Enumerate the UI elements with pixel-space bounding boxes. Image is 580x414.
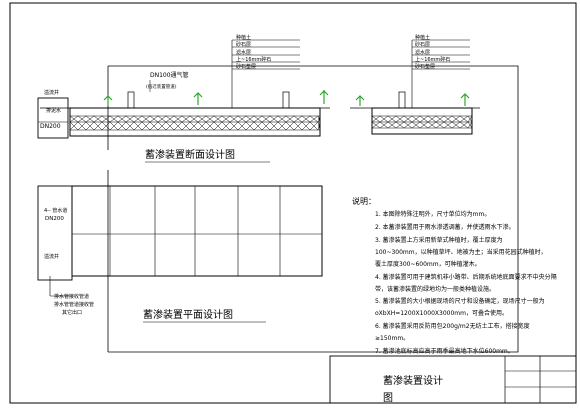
note-line: 7. 蓄渗池底标高应高于雨季最高地下水位600mm。	[375, 347, 514, 355]
note-label: 排泥水	[46, 107, 61, 114]
outlet-label: 排水管接收管道	[54, 293, 89, 300]
site-boundary	[108, 65, 519, 353]
layer-label: 上~16mm碎石	[236, 56, 271, 63]
inlet-diameter-label: DN200	[45, 216, 64, 222]
note-line: 4. 蓄渗装置可用于建筑机非小路带、后期系统地底面要求不中央分隔	[375, 273, 557, 281]
note-line: 6. 蓄渗装置采用反防用包200g/m2无纺土工布，搭接宽度	[375, 322, 530, 330]
overflow-well	[37, 97, 69, 139]
plant-icon	[355, 93, 470, 106]
layer-label: 上~16mm碎石	[415, 56, 450, 63]
pipe-label: DN100通气管	[150, 71, 189, 79]
layer-label: 砂石垫层	[415, 63, 435, 70]
title-block: 蓄渗装置设计 图	[329, 355, 577, 404]
outlet-label: 排水管管道接收管	[54, 301, 94, 308]
note-line: 3. 蓄渗装置上方采用新草式种植时，覆土厚度为	[375, 236, 503, 244]
pipe-diameter-label: DN200	[40, 123, 61, 130]
notes-block: 说明： 1. 本图除特殊注明外，尺寸单位均为mm。 2. 本蓄渗装置用于雨水渗透…	[352, 196, 557, 355]
notes-title: 说明：	[352, 196, 376, 206]
chamber-label: 溢流井	[44, 253, 59, 260]
layer-label: 滤水层	[415, 49, 430, 56]
note-line: 覆土厚度300~600mm，可种植灌木。	[375, 260, 481, 268]
layer-label: 滤水层	[236, 49, 251, 56]
outlet-label: 其它出口	[62, 309, 82, 316]
layer-label: 砂石层	[236, 41, 251, 48]
note-line: oXbXH=1200X1000X3000mm，可叠合使用。	[375, 309, 508, 317]
inlet-label: 4-- 管水道	[44, 207, 67, 214]
note-line: 2. 本蓄渗装置用于雨水渗透调蓄，并使透雨水下渗。	[375, 223, 515, 231]
titleblock-name: 蓄渗装置设计	[383, 374, 443, 387]
titleblock-sub: 图	[383, 392, 393, 404]
plan-view: 4-- 管水道 DN200 溢流井 排水管接收管道 排水管管道接收管 其它出口 …	[37, 185, 323, 323]
section-view-side: 种植土 砂石层 滤水层 上~16mm碎石 砂石垫层	[350, 34, 480, 135]
pipe-sub-label: (宿迁装置管道)	[146, 83, 177, 90]
plan-title: 蓄渗装置平面设计图	[143, 308, 233, 321]
layer-label: 种植土	[415, 34, 430, 41]
layer-label: 砂石层	[415, 41, 430, 48]
well-label: 溢流井	[44, 89, 59, 96]
plant-icon	[103, 90, 329, 106]
note-line: 1. 本图除特殊注明外，尺寸单位均为mm。	[375, 210, 490, 218]
note-line: 5. 蓄渗装置的大小根据现场的尺寸和设备确定，现场尺寸一般为	[375, 297, 545, 305]
inlet-chamber	[37, 185, 73, 281]
plan-cell-area	[71, 185, 323, 277]
section-title: 蓄渗装置断面设计图	[145, 148, 235, 161]
note-line: 100~300mm，以种植草坪、地被为主；当采用花园式种植时，	[375, 248, 547, 256]
note-line: ≥150mm。	[375, 335, 409, 342]
layer-label: 种植土	[236, 34, 251, 41]
note-line: 带，该蓄渗装置的绿地均为一般类种植设施。	[375, 285, 495, 293]
outer-frame	[9, 2, 577, 404]
section-view-main: 种植土 砂石层 滤水层 上~16mm碎石 砂石垫层 DN100通气管 (宿迁装置…	[37, 34, 330, 163]
layer-label: 砂石垫层	[236, 63, 256, 70]
